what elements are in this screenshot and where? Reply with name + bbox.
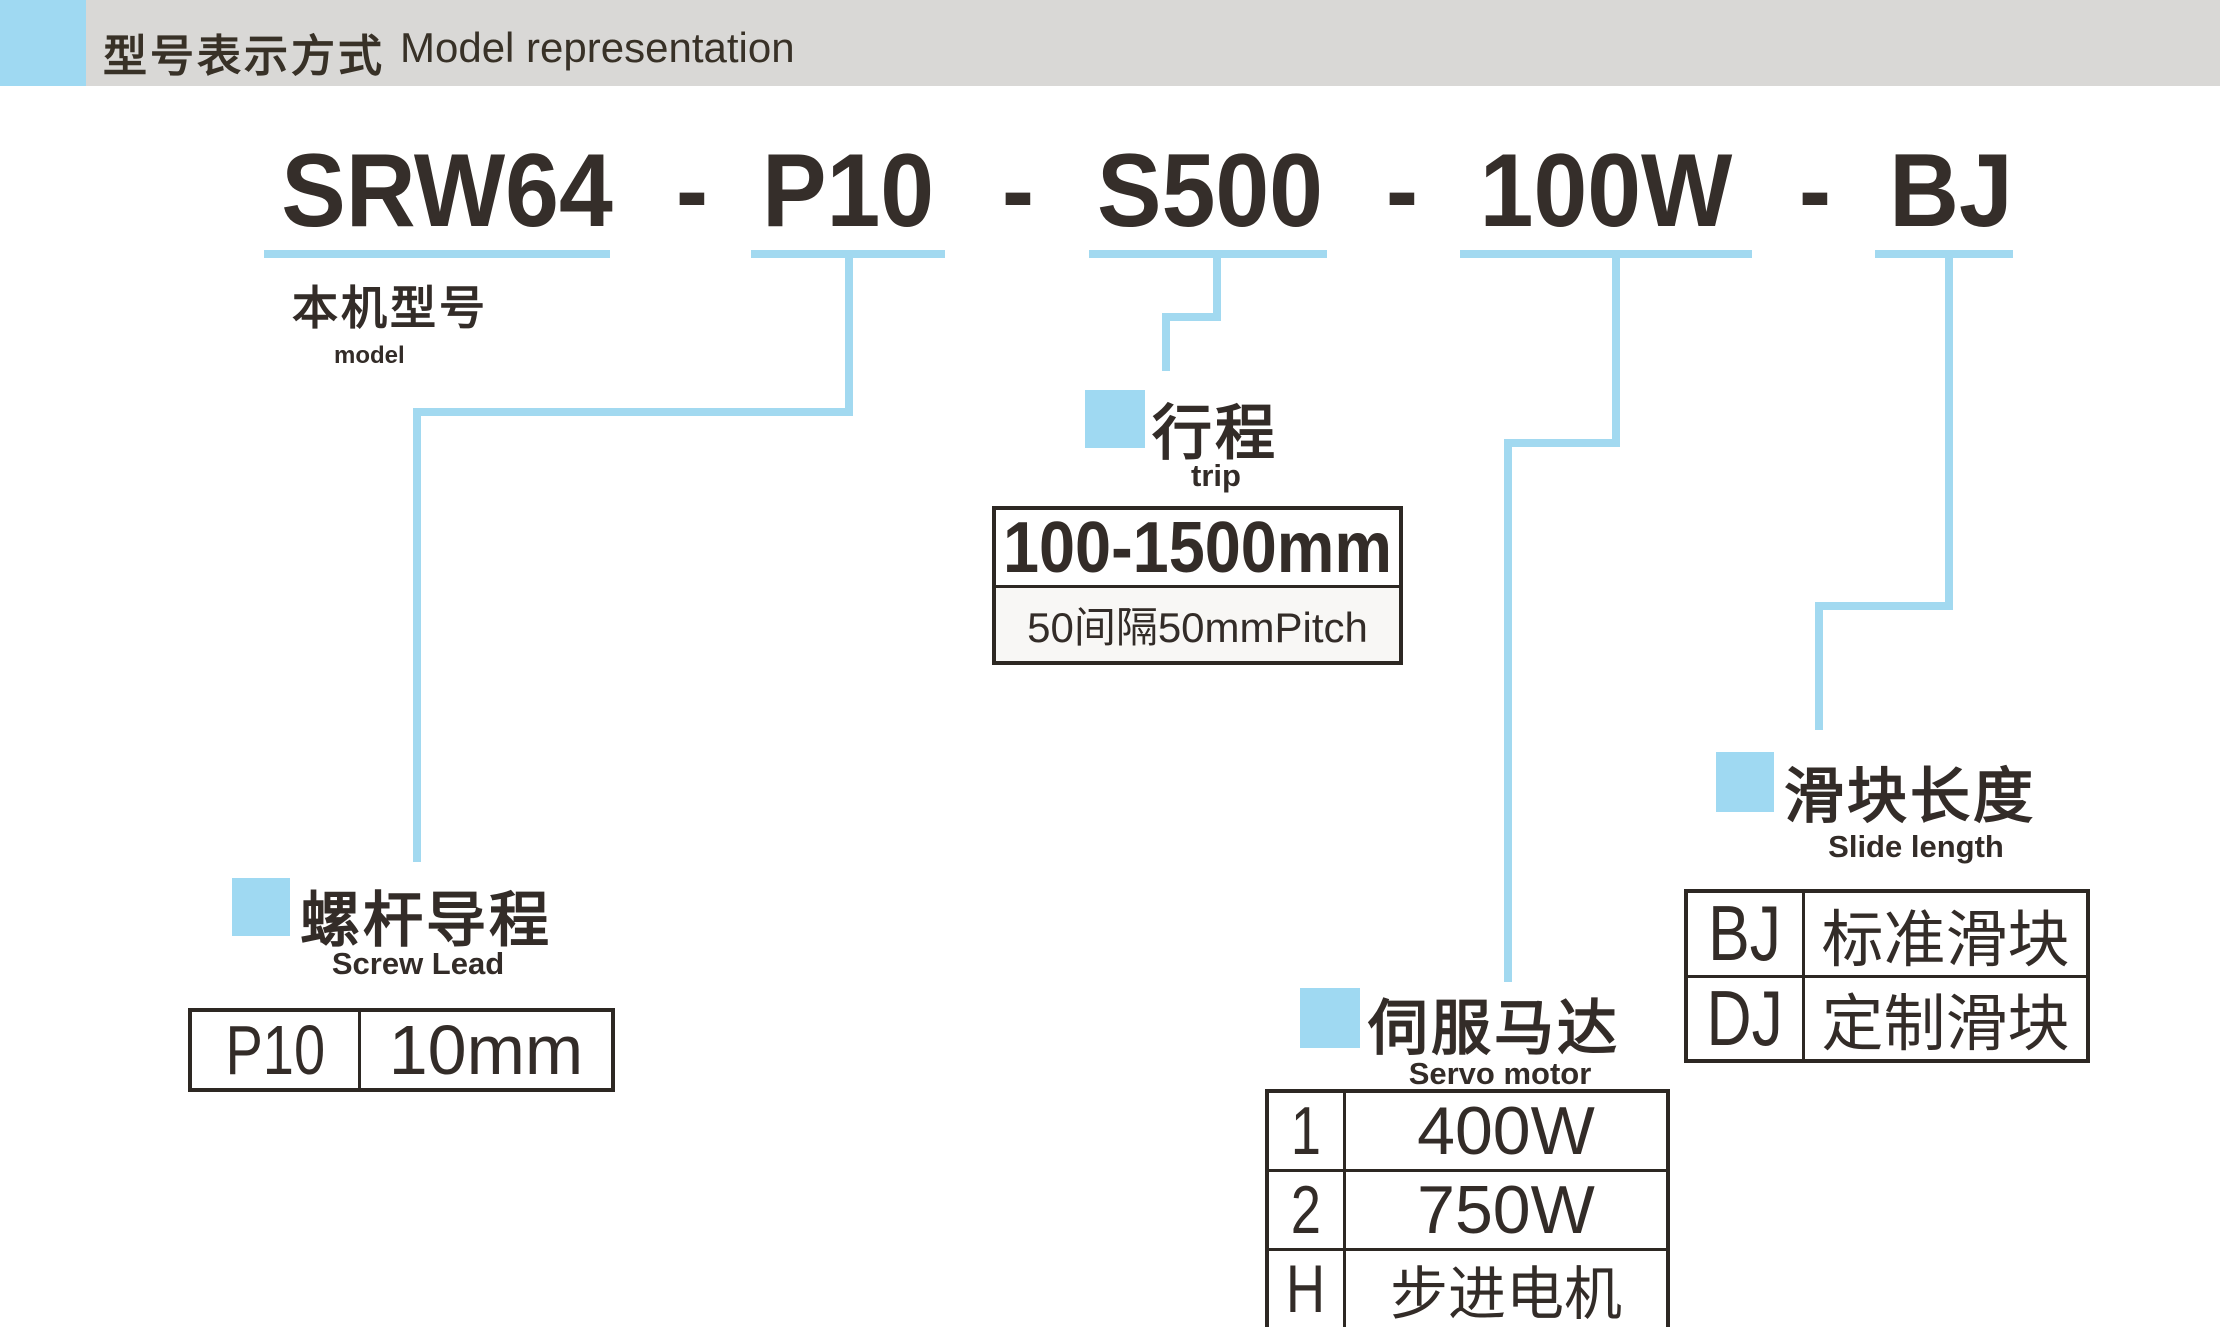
slide-value-bj: 标准滑块 — [1821, 905, 2070, 975]
servo-table: 1 400W 2 750W H 步进电机 — [1265, 1089, 1670, 1327]
table-row: DJ 定制滑块 — [1688, 974, 2086, 1062]
trip-pitch-note: 50间隔50mmPitch — [996, 588, 1399, 661]
model-dash-2: - — [1001, 133, 1035, 249]
servo-title-en: Servo motor — [1408, 1056, 1592, 1091]
trip-title-zh: 行程 — [1152, 400, 1278, 467]
screw-code-cell: P10 — [192, 1011, 358, 1089]
underline-slide — [1875, 250, 2013, 258]
servo-value-1: 400W — [1417, 1093, 1595, 1169]
table-row: 50间隔50mmPitch — [996, 585, 1399, 661]
underline-series — [264, 250, 610, 258]
table-row: P10 10mm — [192, 1011, 611, 1089]
slide-title-zh: 滑块长度 — [1784, 763, 2036, 830]
slide-value-cell: 定制滑块 — [1802, 977, 2086, 1059]
slide-code-cell: DJ — [1688, 974, 1802, 1062]
model-label-en: model — [334, 342, 405, 369]
model-segment-motor: 100W — [1479, 133, 1733, 249]
model-label-zh: 本机型号 — [292, 282, 488, 334]
servo-code-cell: 1 — [1269, 1093, 1343, 1169]
slide-title-en: Slide length — [1828, 829, 2004, 864]
page-title-zh: 型号表示方式 — [103, 32, 385, 81]
slide-value-dj: 定制滑块 — [1821, 990, 2070, 1060]
servo-code-2: 2 — [1290, 1172, 1322, 1248]
connector-trip-v2 — [1162, 313, 1170, 371]
model-segment-series: SRW64 — [281, 133, 613, 249]
model-segment-lead: P10 — [761, 133, 935, 249]
underline-motor — [1460, 250, 1752, 258]
screw-lead-title-zh: 螺杆导程 — [300, 887, 552, 954]
slide-code-dj: DJ — [1706, 973, 1784, 1062]
table-row: BJ 标准滑块 — [1688, 889, 2086, 977]
connector-servo-v1 — [1612, 258, 1620, 447]
connector-lead-h — [413, 408, 853, 416]
screw-lead-accent-square — [232, 878, 290, 936]
screw-value: 10mm — [388, 1011, 584, 1089]
connector-trip-h — [1162, 313, 1221, 321]
screw-lead-title-en: Screw Lead — [331, 946, 505, 981]
underline-stroke — [1089, 250, 1327, 258]
connector-slide-v2 — [1815, 602, 1823, 730]
table-row: 1 400W — [1269, 1093, 1666, 1169]
table-row: 100-1500mm — [996, 507, 1399, 588]
page-title-en: Model representation — [400, 24, 795, 71]
model-dash-1: - — [675, 133, 709, 249]
model-segment-stroke: S500 — [1097, 133, 1323, 249]
connector-servo-h — [1504, 439, 1620, 447]
connector-servo-v2 — [1504, 439, 1512, 982]
connector-slide-v1 — [1945, 258, 1953, 610]
connector-slide-h — [1815, 602, 1953, 610]
trip-title-en: trip — [1191, 458, 1241, 493]
connector-lead-v2 — [413, 408, 421, 862]
slide-code-cell: BJ — [1688, 889, 1802, 977]
trip-accent-square — [1085, 390, 1145, 448]
screw-code: P10 — [225, 1011, 325, 1089]
servo-value-h: 步进电机 — [1389, 1262, 1622, 1327]
servo-code-cell: H — [1269, 1251, 1343, 1327]
underline-lead — [751, 250, 945, 258]
connector-trip-v1 — [1213, 258, 1221, 321]
servo-accent-square — [1300, 988, 1360, 1048]
servo-code-h: H — [1286, 1251, 1326, 1327]
trip-table: 100-1500mm 50间隔50mmPitch — [992, 506, 1403, 665]
header-accent-square — [0, 0, 86, 86]
slide-code-bj: BJ — [1708, 889, 1782, 978]
slide-table: BJ 标准滑块 DJ 定制滑块 — [1684, 889, 2090, 1063]
servo-code-cell: 2 — [1269, 1172, 1343, 1248]
table-row: H 步进电机 — [1269, 1248, 1666, 1327]
screw-lead-table: P10 10mm — [188, 1008, 615, 1092]
screw-value-cell: 10mm — [358, 1011, 611, 1089]
model-dash-3: - — [1385, 133, 1419, 249]
servo-title-zh: 伺服马达 — [1368, 995, 1620, 1062]
table-row: 2 750W — [1269, 1169, 1666, 1248]
model-dash-4: - — [1798, 133, 1832, 249]
slide-value-cell: 标准滑块 — [1802, 893, 2086, 975]
connector-lead-v1 — [845, 258, 853, 416]
slide-accent-square — [1716, 752, 1774, 812]
servo-value-cell: 步进电机 — [1343, 1251, 1666, 1327]
servo-value-2: 750W — [1417, 1172, 1595, 1248]
trip-range-value: 100-1500mm — [1002, 507, 1393, 588]
model-segment-slide: BJ — [1889, 133, 2013, 249]
servo-value-cell: 400W — [1343, 1093, 1666, 1169]
header-bar: 型号表示方式 Model representation — [86, 0, 2220, 86]
servo-value-cell: 750W — [1343, 1172, 1666, 1248]
servo-code-1: 1 — [1290, 1093, 1322, 1169]
